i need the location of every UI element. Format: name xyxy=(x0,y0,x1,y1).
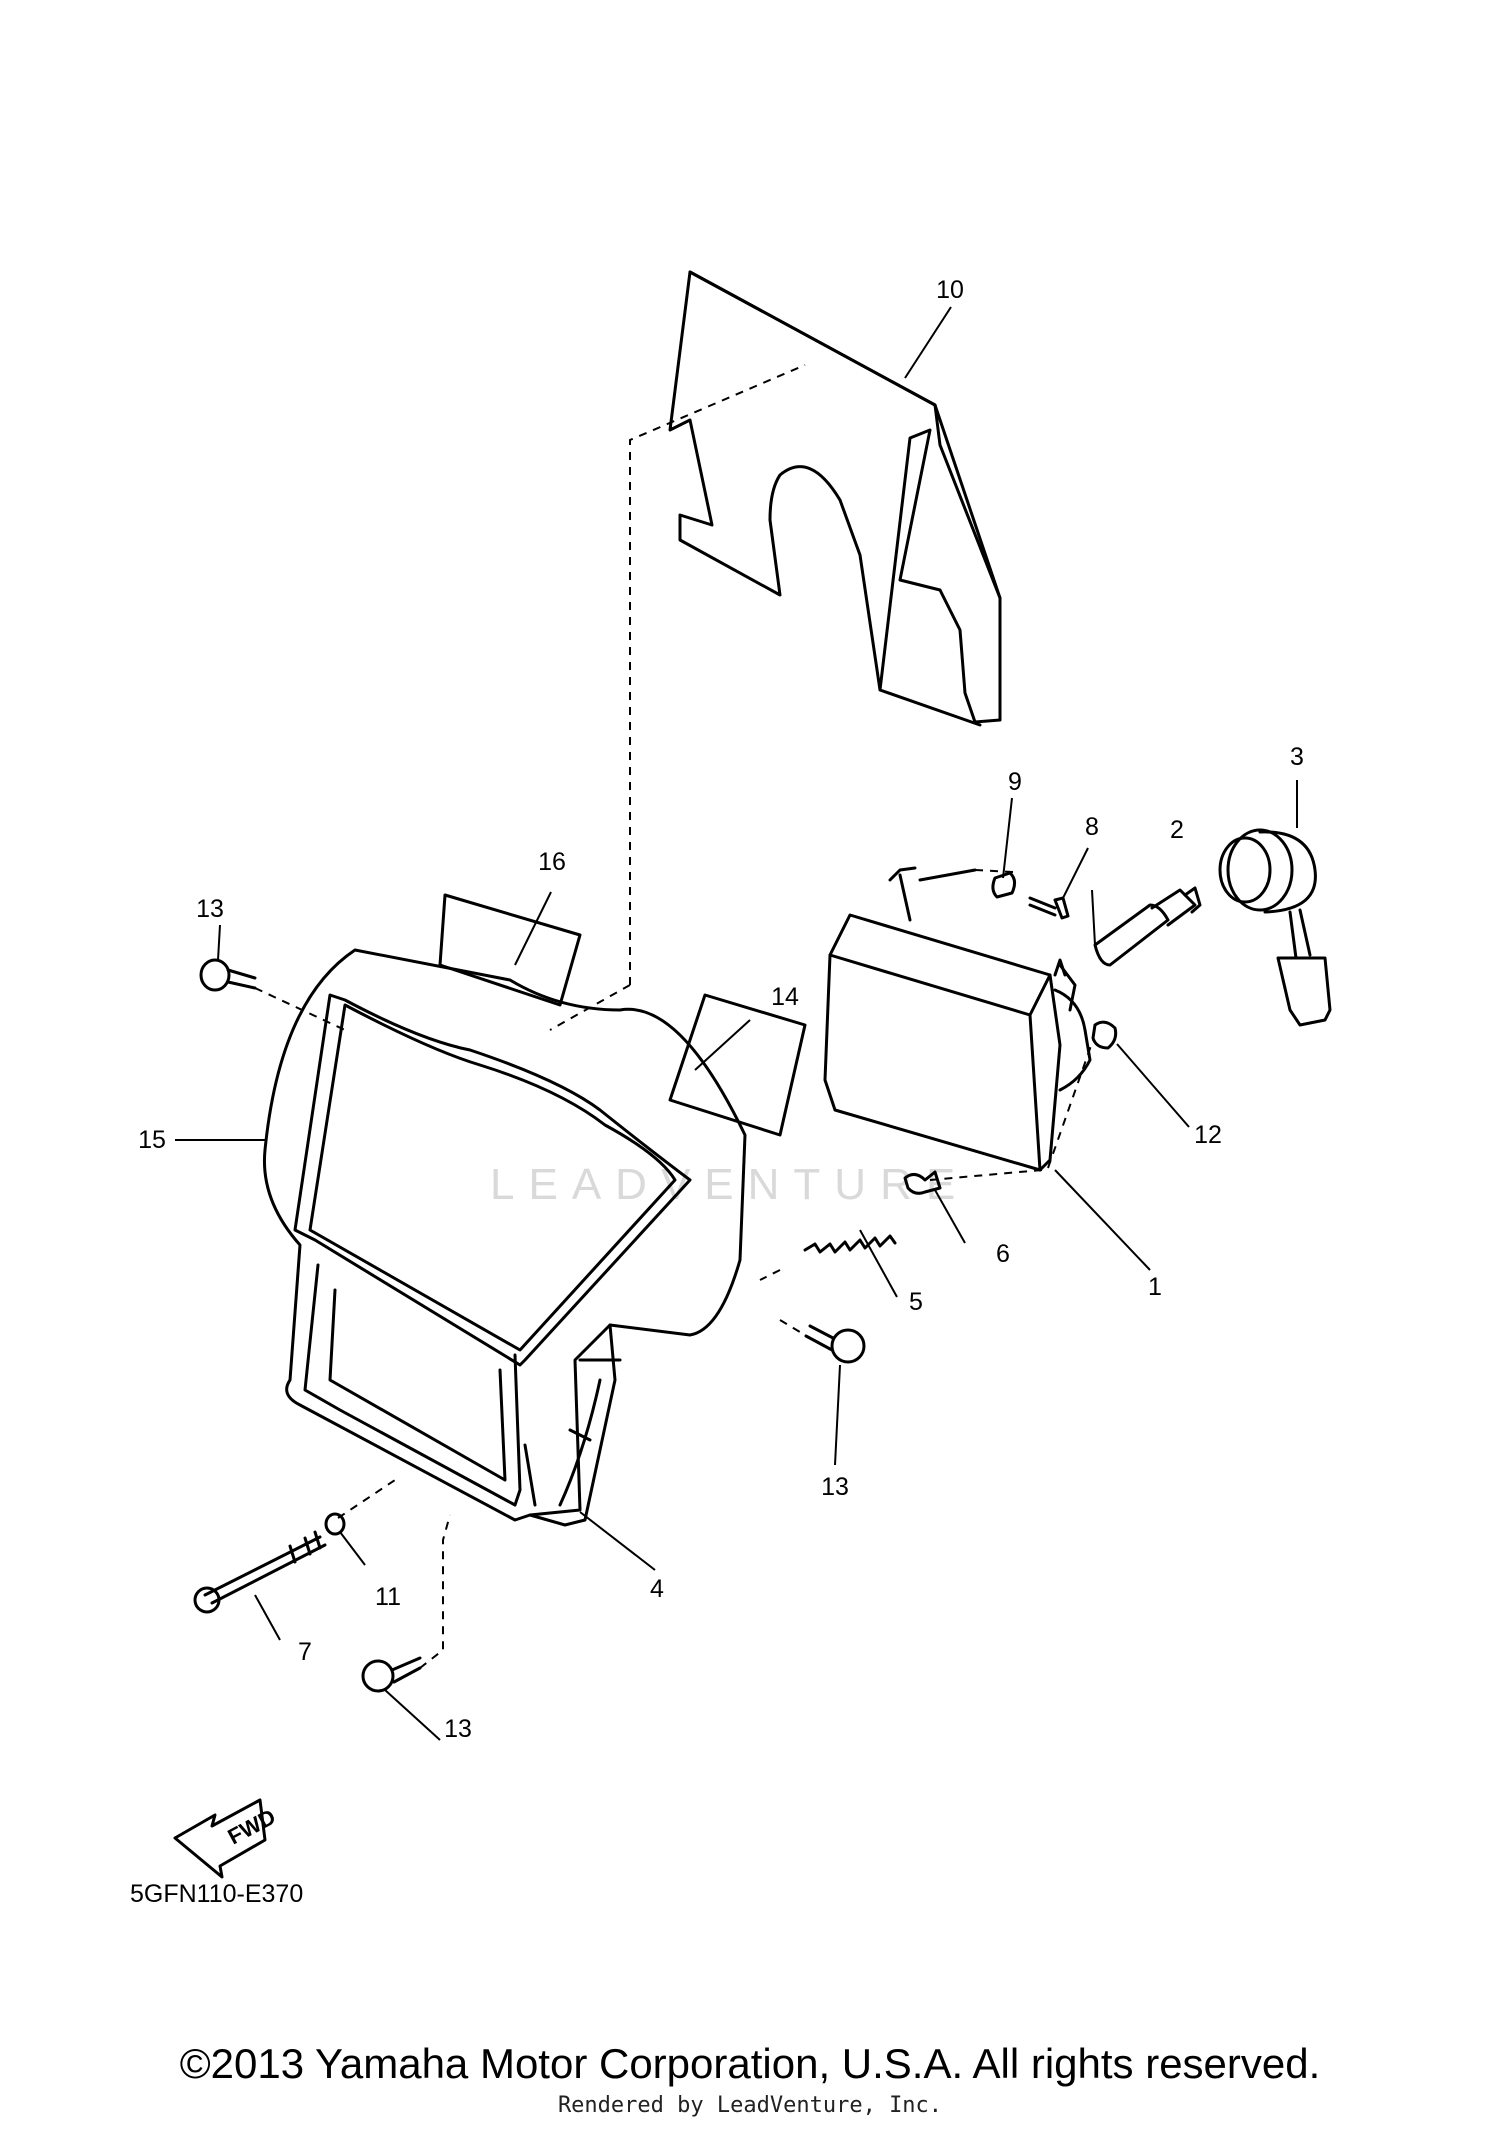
cover-plate-part-10 xyxy=(668,270,1002,727)
callout-2: 2 xyxy=(1170,816,1184,844)
callout-5: 5 xyxy=(909,1288,923,1316)
callout-15: 15 xyxy=(138,1126,166,1154)
washer-part-11 xyxy=(324,1512,346,1536)
headlight-unit-part-1 xyxy=(823,866,1092,1172)
callout-3: 3 xyxy=(1290,743,1304,771)
screw-part-13-a xyxy=(199,958,257,992)
headlight-housing-part-15 xyxy=(262,948,747,1522)
screw-part-13-b xyxy=(804,1324,866,1364)
screw-part-13-c xyxy=(361,1656,422,1693)
callout-9: 9 xyxy=(1008,768,1022,796)
diagram-code: 5GFN110-E370 xyxy=(130,1880,303,1908)
rendered-by-notice: Rendered by LeadVenture, Inc. xyxy=(557,2093,943,2118)
bulb-part-2 xyxy=(1093,886,1202,967)
leader-lines xyxy=(175,306,1298,1741)
callout-1: 1 xyxy=(1148,1273,1162,1301)
callout-8: 8 xyxy=(1085,813,1099,841)
bolt-head xyxy=(193,1586,221,1614)
fwd-arrow xyxy=(173,1798,267,1879)
lower-bracket-part-4 xyxy=(523,1323,617,1527)
callout-11: 11 xyxy=(375,1583,401,1611)
socket-part-3 xyxy=(1218,828,1332,1027)
grommet-part-6 xyxy=(903,1170,942,1195)
callout-13-a: 13 xyxy=(196,895,224,923)
screw-part-8 xyxy=(1028,896,1070,920)
spring-part-5 xyxy=(803,1234,897,1254)
callout-10: 10 xyxy=(936,276,964,304)
bushing-part-12 xyxy=(1091,1020,1118,1050)
bolt-part-7 xyxy=(203,1530,327,1605)
callout-14: 14 xyxy=(771,983,799,1011)
copyright-notice: ©2013 Yamaha Motor Corporation, U.S.A. A… xyxy=(179,2040,1321,2087)
label-part-14 xyxy=(668,993,807,1137)
label-part-16 xyxy=(438,893,582,1007)
callout-13-b: 13 xyxy=(821,1473,849,1501)
callout-7: 7 xyxy=(298,1638,312,1666)
callout-4: 4 xyxy=(650,1575,664,1603)
leadventure-watermark: LEADVENTURE xyxy=(490,1160,970,1209)
callout-13-c: 13 xyxy=(444,1715,472,1743)
callout-6: 6 xyxy=(996,1240,1010,1268)
fwd-label: FWD xyxy=(224,1804,280,1850)
callout-16: 16 xyxy=(538,848,566,876)
assembly-lines xyxy=(254,364,1094,1669)
collar-part-9 xyxy=(991,871,1017,899)
callout-12: 12 xyxy=(1194,1121,1222,1149)
